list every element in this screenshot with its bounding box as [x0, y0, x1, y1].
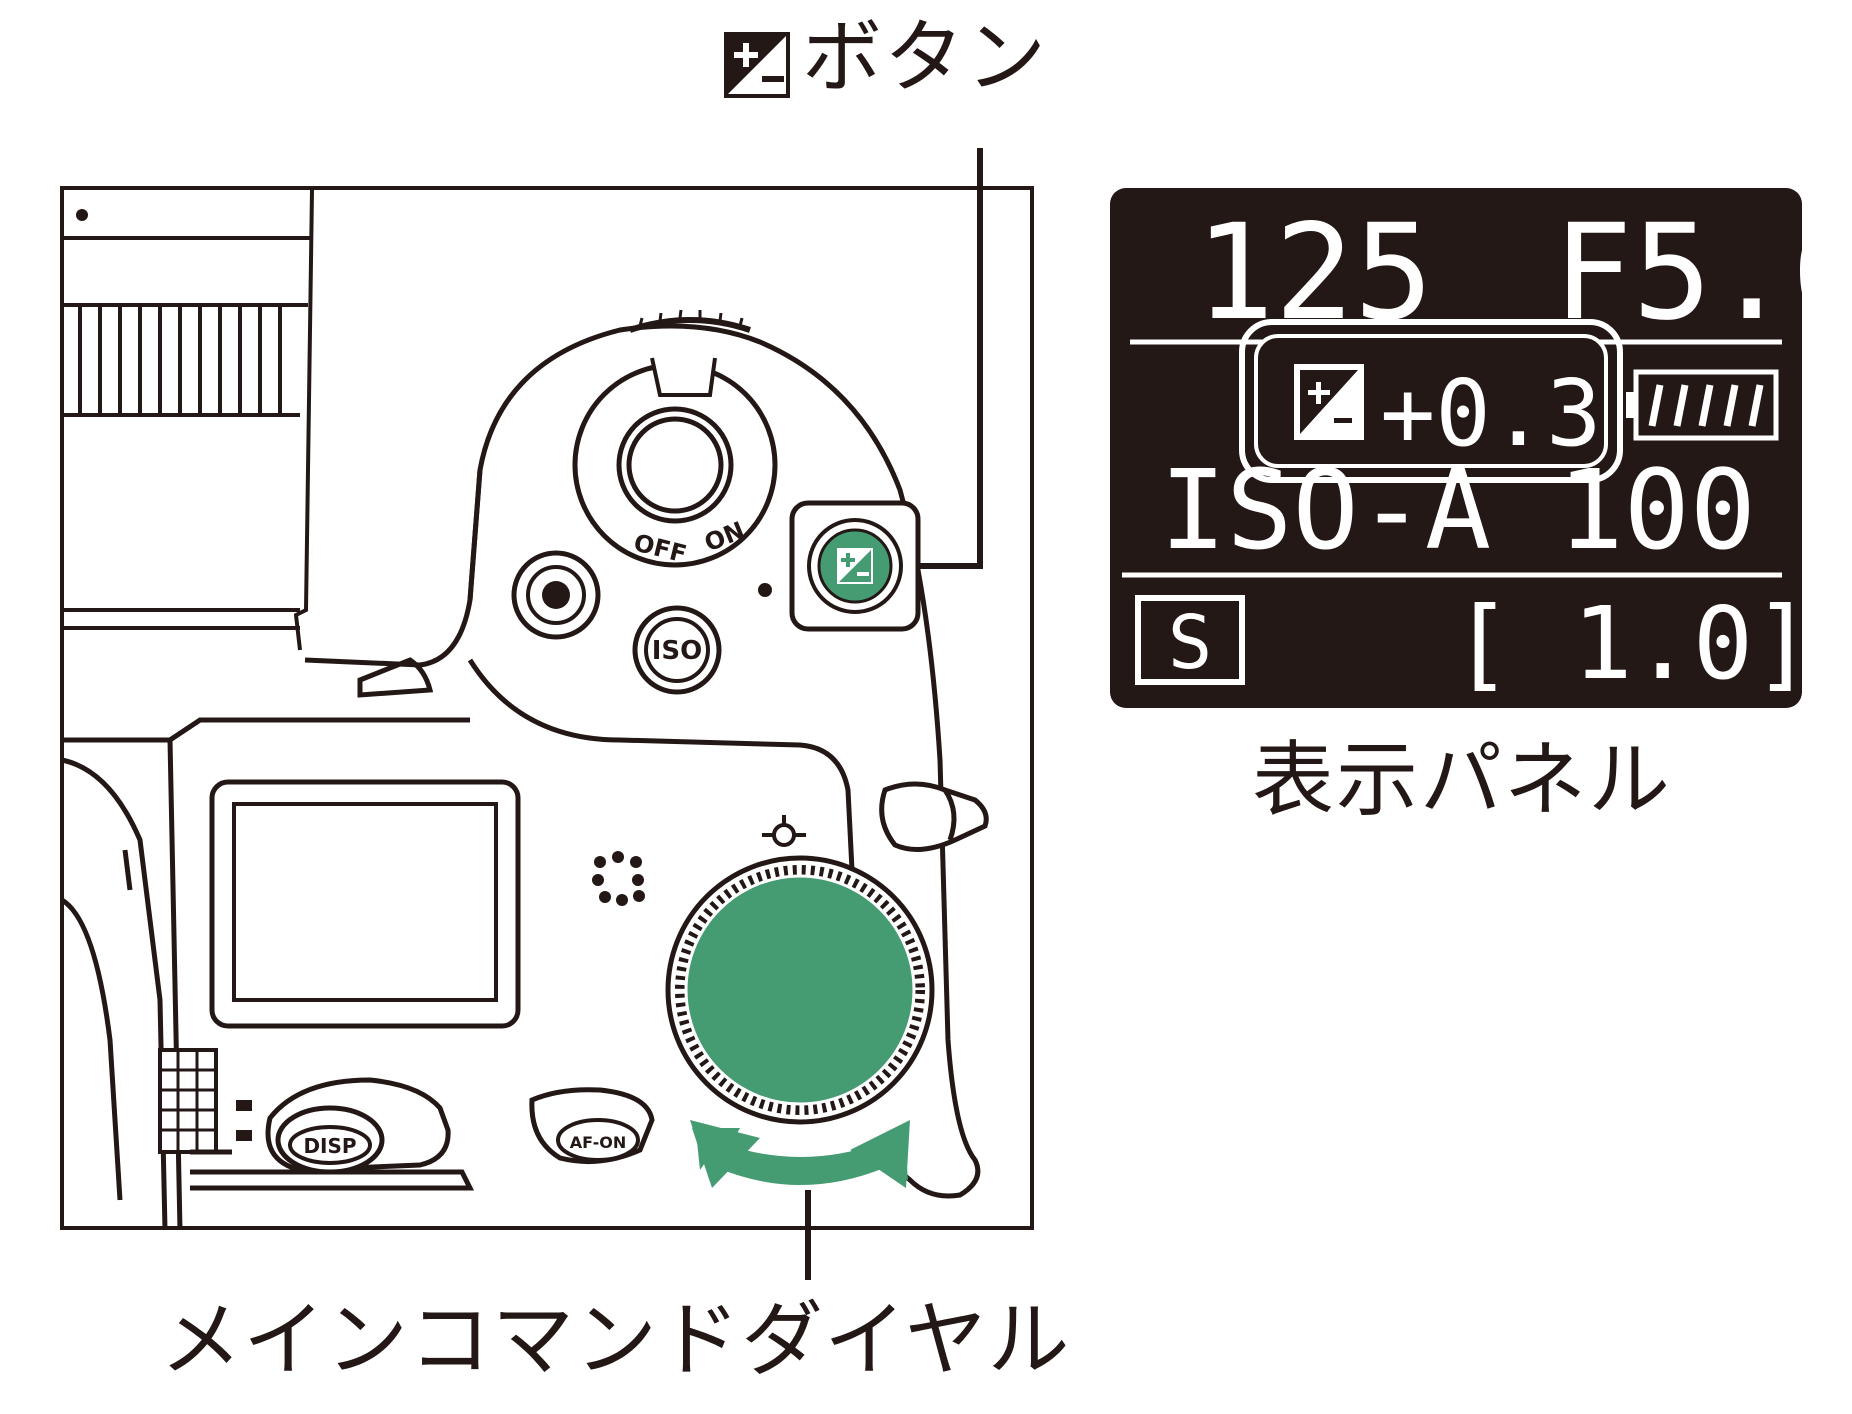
exposure-compensation-readout: +0.3	[1239, 319, 1623, 483]
mount-index-dot	[76, 209, 88, 221]
exposure-compensation-button-label: ボタン	[802, 11, 1048, 104]
exposure-compensation-icon	[837, 548, 873, 584]
aperture-value: F5.6	[1553, 196, 1852, 350]
release-mode-indicator: S	[1135, 595, 1245, 686]
af-on-button-label: AF-ON	[570, 1133, 626, 1152]
exposure-compensation-icon	[724, 32, 790, 98]
battery-full-icon	[1626, 369, 1779, 441]
lens-grip-ribs	[78, 305, 282, 415]
iso-button[interactable]: ISO	[632, 605, 722, 695]
grip-slot	[122, 849, 133, 891]
frames-remaining-value: [ 1.0]k	[1452, 585, 1852, 702]
dial-arrow-heads	[690, 1120, 910, 1188]
exposure-compensation-value: +0.3	[1380, 360, 1602, 467]
exposure-compensation-button[interactable]	[789, 500, 921, 632]
main-command-dial[interactable]	[665, 855, 935, 1125]
movie-record-button[interactable]	[511, 550, 601, 640]
top-dial-knurl	[629, 309, 751, 333]
shutter-release-button[interactable]	[626, 416, 724, 514]
main-command-dial-label: メインコマンドダイヤル	[160, 1293, 1071, 1388]
af-on-button[interactable]: AF-ON	[529, 1087, 655, 1165]
button-leader-line	[918, 148, 983, 569]
control-panel-display: 125 F5.6 ISO-A 100 +0.3	[1110, 188, 1852, 708]
release-mode-value: S	[1168, 600, 1213, 686]
iso-button-label: ISO	[652, 636, 703, 666]
lower-body-outline	[190, 1149, 475, 1191]
focal-plane-mark	[762, 815, 806, 847]
power-switch[interactable]: OFF ON	[572, 357, 778, 569]
control-panel-label: 表示パネル	[1252, 733, 1673, 828]
camera-illustration: OFF ON ISO	[60, 148, 1034, 1280]
disp-button-label: DISP	[303, 1134, 356, 1158]
focal-plane-dot	[758, 583, 772, 597]
shutter-speed-value: 125	[1195, 196, 1433, 350]
speaker-grille	[592, 851, 645, 906]
camera-body-outline	[60, 323, 981, 1231]
camera-control-panel-window	[209, 779, 521, 1029]
photo-movie-selector[interactable]	[158, 1048, 218, 1154]
exposure-compensation-icon	[1294, 364, 1364, 440]
strap-lug	[879, 781, 989, 852]
disp-button[interactable]: DISP	[265, 1077, 451, 1175]
camera-movie-mode-icons	[236, 1100, 252, 1141]
